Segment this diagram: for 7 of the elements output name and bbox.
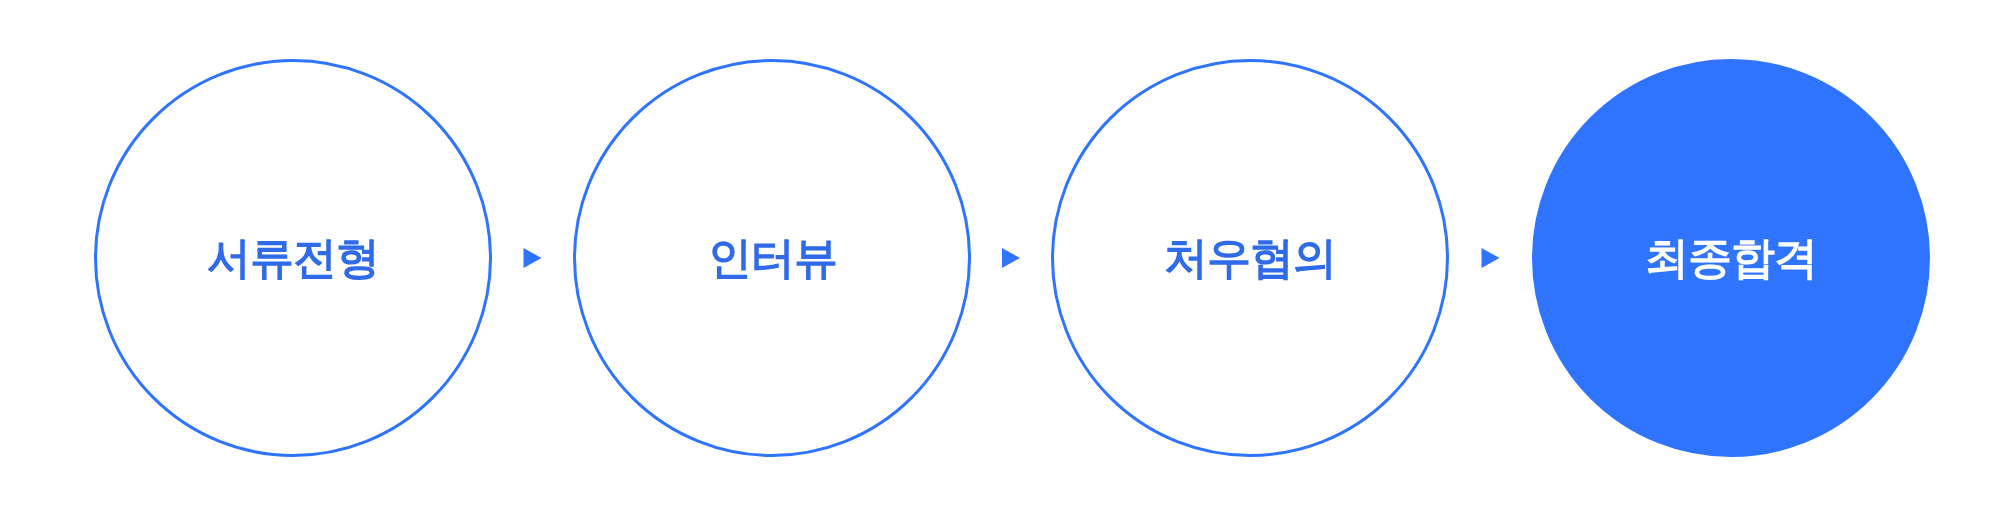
arrowhead: [1481, 248, 1500, 268]
arrowhead: [1002, 248, 1020, 268]
step-label: 서류전형: [207, 230, 379, 285]
arrowhead: [523, 248, 542, 268]
step-label: 인터뷰: [707, 230, 837, 285]
step-label: 최종합격: [1645, 230, 1817, 285]
step-label: 처우협의: [1164, 230, 1336, 285]
